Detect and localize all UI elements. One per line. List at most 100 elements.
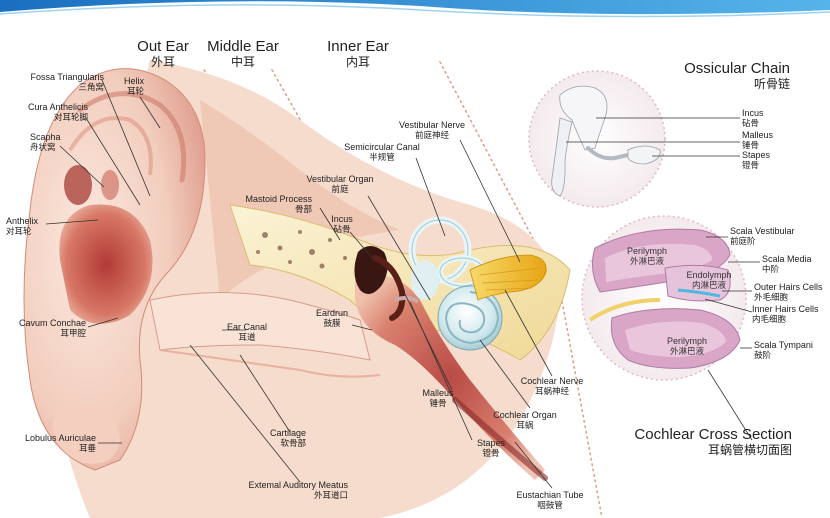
semicircular-canals: [408, 216, 487, 300]
heading-cochlear-section: Cochlear Cross Section 耳蜗管横切面图: [620, 426, 792, 458]
label-malleus-en: Malleus: [422, 388, 454, 398]
label-cavum-conchae: Cavum Conchae 耳甲腔: [6, 318, 86, 340]
auricle: [23, 68, 206, 471]
label-fossa-en: Fossa Triangularis: [30, 72, 104, 82]
label-oc-stapes-zh: 镫骨: [742, 161, 760, 171]
tympanic-cavity: [355, 275, 548, 481]
label-cartilage: Cartilage 软骨部: [256, 428, 306, 450]
label-malleus-zh: 锤骨: [429, 399, 447, 409]
label-semicircular-en: Semicircular Canal: [344, 142, 420, 152]
label-external-meatus-zh: 外耳道口: [313, 491, 348, 501]
label-outer-hairs-cells: Outer Hairs Cells 外毛细胞: [754, 282, 823, 304]
label-ear-canal-zh: 耳道: [238, 333, 256, 343]
label-oc-stapes: Stapes 镫骨: [742, 150, 770, 172]
label-ear-canal: Ear Canal 耳道: [218, 322, 276, 344]
label-mastoid-process: Mastoid Process 骨部: [232, 194, 312, 216]
heading-out-ear-zh: 外耳: [150, 55, 175, 69]
label-inner-hairs-cells: Inner Hairs Cells 内毛细胞: [752, 304, 819, 326]
label-endolymph: Endolymph 内淋巴液: [680, 270, 738, 292]
label-perilymph-bottom-zh: 外淋巴液: [669, 347, 704, 357]
label-cochlear-organ: Cochlear Organ 耳蜗: [488, 410, 562, 432]
label-semicircular-zh: 半规管: [369, 153, 395, 163]
cochlea: [437, 285, 503, 351]
label-perilymph-bottom: Perilymph 外淋巴液: [656, 336, 718, 358]
label-cochlear-nerve: Cochlear Nerve 耳蜗神经: [514, 376, 590, 398]
label-fossa-zh: 三角窝: [78, 83, 104, 93]
label-endolymph-zh: 内淋巴液: [691, 281, 726, 291]
label-vestibular-organ: Vestibular Organ 前庭: [300, 174, 380, 196]
ossicles-in-situ: [354, 246, 420, 321]
label-lobulus-zh: 耳垂: [78, 444, 96, 454]
heading-out-ear: Out Ear 外耳: [131, 38, 195, 70]
label-stapes: Stapes 镫骨: [472, 438, 510, 460]
heading-ossicular-chain-zh: 听骨链: [753, 77, 790, 91]
label-scala-media-en: Scala Media: [762, 254, 812, 264]
label-perilymph-bottom-en: Perilymph: [666, 336, 707, 346]
label-scapha-zh: 舟状窝: [30, 143, 56, 153]
leader-lines: [45, 79, 553, 489]
label-incus-zh: 砧骨: [333, 225, 351, 235]
label-helix-en: Helix: [123, 76, 144, 86]
heading-inner-ear-en: Inner Ear: [327, 38, 389, 55]
label-cura-anthelicis: Cura Anthelicis 对耳轮脚: [6, 102, 88, 124]
label-scala-vestibular-zh: 前庭阶: [730, 237, 756, 247]
label-anthelix: Anthelix 对耳轮: [6, 216, 38, 238]
label-fossa-triangularis: Fossa Triangularis 三角窝: [6, 72, 104, 94]
label-oc-incus-en: Incus: [742, 108, 764, 118]
label-scala-media-zh: 中阶: [762, 265, 780, 275]
label-inner-hairs-en: Inner Hairs Cells: [752, 304, 819, 314]
heading-middle-ear: Middle Ear 中耳: [203, 38, 283, 70]
label-eustachian-zh: 咽鼓管: [537, 501, 563, 511]
label-oc-malleus-zh: 锤骨: [742, 141, 760, 151]
label-eustachian-tube: Eustachian Tube 咽鼓管: [510, 490, 590, 512]
label-vestibular-nerve-zh: 前庭神经: [414, 131, 449, 141]
label-cochlear-nerve-zh: 耳蜗神经: [534, 387, 569, 397]
label-mastoid-en: Mastoid Process: [245, 194, 312, 204]
heading-middle-ear-zh: 中耳: [230, 55, 255, 69]
label-cochlear-nerve-en: Cochlear Nerve: [520, 376, 584, 386]
label-vestibular-organ-zh: 前庭: [331, 185, 349, 195]
label-scala-vestibular-en: Scala Vestibular: [730, 226, 795, 236]
label-oc-malleus-en: Malleus: [742, 130, 774, 140]
heading-ossicular-chain-en: Ossicular Chain: [684, 60, 790, 77]
label-stapes-en: Stapes: [476, 438, 506, 448]
label-inner-hairs-zh: 内毛细胞: [752, 315, 787, 325]
label-cochlear-organ-en: Cochlear Organ: [493, 410, 557, 420]
label-cartilage-zh: 软骨部: [280, 439, 306, 449]
label-vestibular-organ-en: Vestibular Organ: [306, 174, 374, 184]
label-anthelix-zh: 对耳轮: [6, 227, 32, 237]
heading-cochlear-section-en: Cochlear Cross Section: [634, 426, 792, 443]
label-incus: Incus 砧骨: [324, 214, 360, 236]
label-oc-incus-zh: 砧骨: [742, 119, 760, 129]
label-scapha-en: Scapha: [30, 132, 61, 142]
heading-inner-ear-zh: 内耳: [345, 55, 370, 69]
label-cochlear-organ-zh: 耳蜗: [516, 421, 534, 431]
label-lobulus-en: Lobulus Auriculae: [24, 433, 96, 443]
heading-out-ear-en: Out Ear: [137, 38, 189, 55]
label-scapha: Scapha 舟状窝: [30, 132, 61, 154]
header-wave: [0, 0, 830, 18]
label-scala-media: Scala Media 中阶: [762, 254, 812, 276]
nerve-bundle: [469, 254, 547, 301]
label-scala-tympani-en: Scala Tympani: [754, 340, 813, 350]
label-scala-tympani: Scala Tympani 鼓阶: [754, 340, 813, 362]
cochlear-inset: [581, 215, 760, 441]
label-perilymph-top: Perilymph 外淋巴液: [616, 246, 678, 268]
label-helix-zh: 耳轮: [126, 87, 144, 97]
label-oc-malleus: Malleus 锤骨: [742, 130, 773, 152]
label-endolymph-en: Endolymph: [686, 270, 732, 280]
heading-inner-ear: Inner Ear 内耳: [322, 38, 394, 70]
label-outer-hairs-zh: 外毛细胞: [754, 293, 789, 303]
label-cura-en: Cura Anthelicis: [27, 102, 88, 112]
label-perilymph-top-en: Perilymph: [626, 246, 667, 256]
label-mastoid-zh: 骨部: [294, 205, 312, 215]
heading-ossicular-chain: Ossicular Chain 听骨链: [674, 60, 790, 92]
label-perilymph-top-zh: 外淋巴液: [629, 257, 664, 267]
heading-middle-ear-en: Middle Ear: [207, 38, 279, 55]
label-eustachian-en: Eustachian Tube: [516, 490, 584, 500]
label-helix: Helix 耳轮: [100, 76, 144, 98]
label-oc-incus: Incus 砧骨: [742, 108, 764, 130]
label-scala-tympani-zh: 鼓阶: [754, 351, 772, 361]
